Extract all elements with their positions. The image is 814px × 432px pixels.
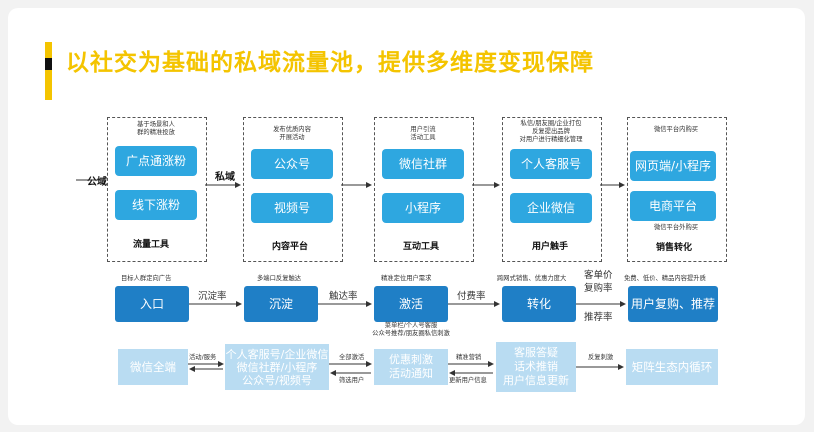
bottom-arrow-label: 活动/服务 (189, 354, 217, 361)
private-domain-label: 私域 (215, 172, 235, 183)
rate-label: 推荐率 (584, 312, 613, 323)
rate-label: 沉淀率 (198, 291, 227, 302)
bottom-box-matrix-loop[interactable]: 矩阵生态内循环 (626, 349, 718, 385)
stage-footer: 用户触手 (532, 242, 569, 252)
stage-button-mini-program[interactable]: 小程序 (382, 193, 464, 223)
bottom-box-channels[interactable]: 个人客服号/企业微信 微信社群/小程序 公众号/视频号 (225, 344, 329, 390)
flow-node-repurchase[interactable]: 用户复购、推荐 (628, 286, 718, 322)
bottom-box-wechat-all[interactable]: 微信全端 (118, 349, 188, 385)
stage-note: 私信/朋友圈/企业打包 反复提出品牌 对用户进行精细化管理 (519, 120, 583, 143)
bottom-box-promotion[interactable]: 优惠刺激 活动通知 (374, 349, 448, 385)
flow-node-precipitate[interactable]: 沉淀 (244, 286, 318, 322)
bottom-arrow-label: 反复刺激 (588, 354, 614, 361)
stage-button-web-mini[interactable]: 网页端/小程序 (630, 151, 716, 181)
stage-box-sales-conversion (627, 117, 727, 262)
stage-note-bottom: 微信平台外购买 (653, 224, 699, 231)
rate-label: 客单价 复购率 (584, 270, 613, 294)
stage-note: 发布优质内容 开展活动 (273, 126, 311, 141)
flow-above-label: 跨网式销售、优惠力度大 (497, 275, 567, 282)
stage-footer: 内容平台 (272, 242, 309, 252)
bottom-arrow-label: 筛选用户 (339, 377, 365, 384)
bottom-box-service[interactable]: 客服答疑 话术推销 用户信息更新 (496, 342, 576, 392)
page-title: 以社交为基础的私域流量池，提供多维度变现保障 (66, 50, 594, 76)
flow-node-entry[interactable]: 入口 (115, 286, 189, 322)
stage-button-offline[interactable]: 线下涨粉 (115, 190, 197, 220)
stage-box-interaction-tools (374, 117, 474, 262)
stage-button-official-account[interactable]: 公众号 (251, 149, 333, 179)
flow-below-label: 菜单栏/个人号客服 公众号推荐/朋友圈私信刺激 (372, 322, 450, 337)
stage-button-ecommerce[interactable]: 电商平台 (630, 191, 716, 221)
rate-label: 付费率 (457, 291, 486, 302)
flow-above-label: 免费、低价、精品内容提升质 (624, 275, 706, 282)
stage-button-personal-service[interactable]: 个人客服号 (510, 149, 592, 179)
stage-footer: 流量工具 (133, 240, 170, 250)
stage-note: 用户引流 活动工具 (410, 126, 436, 141)
stage-note: 基于场景和人 群的精准投放 (137, 121, 175, 136)
public-domain-label: 公域 (87, 177, 107, 188)
bottom-arrow-label: 更新用户信息 (449, 377, 487, 384)
bottom-arrow-label: 全部激活 (339, 354, 365, 361)
flow-above-label: 多端口反复触达 (257, 275, 302, 282)
stage-note: 微信平台内购买 (653, 126, 699, 133)
flow-node-convert[interactable]: 转化 (502, 286, 576, 322)
stage-button-wecom[interactable]: 企业微信 (510, 193, 592, 223)
flow-above-label: 精准定位用户需求 (381, 275, 432, 282)
flow-node-activate[interactable]: 激活 (374, 286, 448, 322)
rate-label: 触达率 (329, 291, 358, 302)
stage-button-guangdiantong[interactable]: 广点通涨粉 (115, 146, 197, 176)
title-accent-bar (45, 42, 52, 100)
stage-box-content-platform (243, 117, 343, 262)
flow-above-label: 目标人群定向广告 (121, 275, 172, 282)
stage-footer: 互动工具 (403, 242, 440, 252)
stage-box-user-touch (502, 117, 602, 262)
stage-box-traffic-tools (107, 117, 207, 262)
stage-footer: 销售转化 (656, 243, 693, 253)
stage-button-video-account[interactable]: 视频号 (251, 193, 333, 223)
bottom-arrow-label: 精准营销 (456, 354, 482, 361)
stage-button-wechat-group[interactable]: 微信社群 (382, 149, 464, 179)
